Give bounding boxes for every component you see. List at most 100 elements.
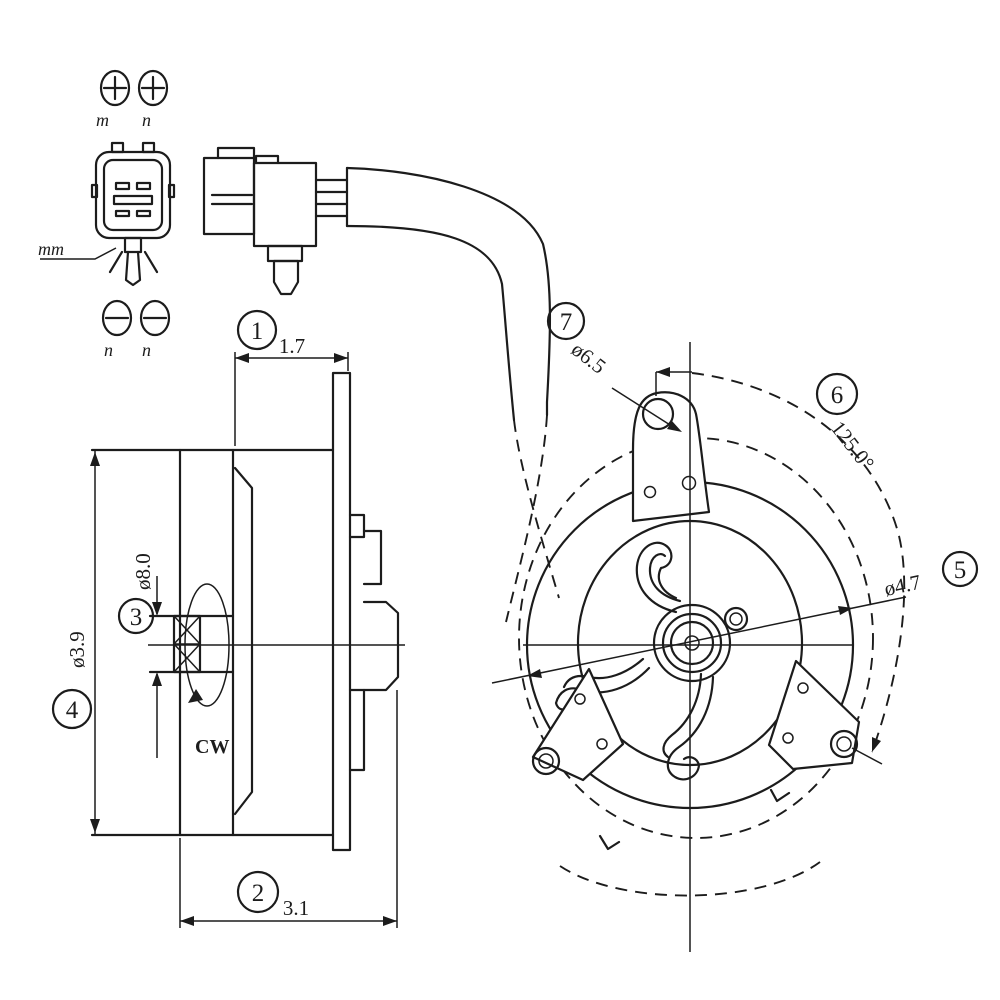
callout-balloon [117, 597, 155, 635]
callout-balloon [815, 372, 859, 416]
callout-number: 3 [130, 604, 143, 631]
motor-front-view [518, 342, 874, 952]
hub-ring-outer [652, 603, 732, 683]
dimension-label: ø6.5 [567, 337, 611, 379]
arrowhead [235, 353, 249, 363]
dimension-label: 125.0° [826, 416, 879, 475]
extension-lines [179, 690, 398, 928]
callout-number: 6 [831, 382, 844, 409]
arrowhead [334, 353, 348, 363]
connector-bottom-tab [266, 244, 304, 263]
callout-balloon [236, 309, 278, 351]
connector-latch-prongs [108, 250, 159, 287]
wire-outer-edge [345, 166, 552, 417]
dimension-3-1: 3.1 2 [179, 690, 398, 928]
hub-side-hole-inner [729, 612, 743, 626]
arrowhead [667, 421, 682, 432]
arrowhead [152, 672, 162, 686]
positive-terminal-icon [99, 69, 131, 107]
connector-latch-stem [123, 236, 143, 254]
extension-line-bottom [851, 747, 883, 765]
connector-front-view: m n mm n n [38, 69, 176, 360]
mounting-hole [643, 485, 657, 499]
hub-ring-middle [661, 612, 723, 674]
callout-balloon [546, 301, 586, 341]
spoke-arm-bottom-inner [662, 672, 703, 759]
mounting-hole [782, 732, 794, 744]
arrowhead [152, 602, 162, 616]
callout-number: 1 [251, 318, 264, 345]
rear-step-lower [348, 688, 366, 772]
connector-pin-slot [114, 181, 131, 191]
rotation-label: CW [195, 736, 229, 758]
dimension-4-7: ø4.7 5 [491, 550, 979, 684]
callout-number: 7 [560, 309, 573, 336]
spoke-arm-top-inner [648, 552, 682, 603]
dimension-line [491, 596, 907, 684]
leader-mark: mm [38, 239, 64, 259]
wire-inner-edge [345, 224, 516, 422]
mounting-grommet-lower-left [531, 746, 561, 776]
mounting-hole [596, 738, 608, 750]
mounting-grommet-top [641, 397, 675, 431]
arrowhead [90, 452, 100, 466]
mounting-hole [797, 682, 809, 694]
connector-pin-slot [135, 181, 152, 191]
leader-line [611, 387, 679, 431]
arrowhead [838, 606, 853, 615]
minus-symbol-text: − [110, 303, 125, 332]
dimension-label: ø4.7 [882, 570, 923, 601]
plus-symbol-text: + [146, 73, 161, 102]
dimension-label: 3.1 [283, 896, 309, 920]
connector-slot-lines [210, 193, 254, 206]
motor-side-view: CW [90, 371, 405, 852]
bearing-cross-hatch [173, 615, 201, 673]
plus-icon [102, 75, 128, 101]
angle-arc [691, 372, 906, 753]
mounting-grommet-lower-right [829, 729, 859, 759]
rear-step-upper-2 [362, 529, 383, 586]
spoke-arm-bottom [666, 675, 715, 781]
mounting-hole [574, 693, 586, 705]
mounting-hole [681, 475, 697, 491]
outer-circle-notches [598, 788, 791, 851]
wire-harness [345, 166, 560, 623]
plus-icon [140, 75, 166, 101]
mounting-grommet-inner [836, 736, 852, 752]
wire-outer-hidden [505, 414, 548, 623]
dimension-1-7: 1.7 1 [234, 309, 349, 446]
rotation-direction-ellipse [184, 583, 230, 707]
arrowhead [180, 916, 194, 926]
connector-side-notch [90, 183, 99, 199]
connector-top-step [254, 154, 280, 165]
arrowhead [527, 669, 542, 678]
connector-housing-inner [102, 158, 164, 232]
rotation-arrowhead [188, 689, 203, 703]
arrowhead [656, 367, 670, 377]
connector-main-housing [252, 161, 318, 248]
connector-pins [314, 178, 349, 218]
connector-bottom-plug [272, 259, 300, 296]
dimension-3-9: ø3.9 4 [51, 450, 100, 835]
negative-terminal-icon [139, 299, 171, 337]
rear-step-upper [348, 513, 366, 539]
terminal-mark: n [142, 110, 151, 130]
connector-key-tab [110, 141, 125, 154]
callout-balloon [236, 870, 280, 914]
rear-bearing-boss [362, 600, 400, 692]
terminal-mark: m [96, 110, 109, 130]
callout-balloon [941, 550, 979, 588]
terminal-mark: n [104, 340, 113, 360]
connector-pin-slot [135, 209, 152, 218]
dimension-label: 1.7 [279, 334, 305, 358]
arrowhead [90, 819, 100, 833]
connector-side-notch [167, 183, 176, 199]
dimension-label: ø3.9 [65, 631, 89, 668]
leader-line [40, 247, 117, 260]
hub-ring-inner [669, 620, 715, 666]
connector-pin-slot [114, 209, 131, 218]
dimension-label: ø8.0 [131, 553, 155, 590]
arrowhead [872, 737, 881, 752]
